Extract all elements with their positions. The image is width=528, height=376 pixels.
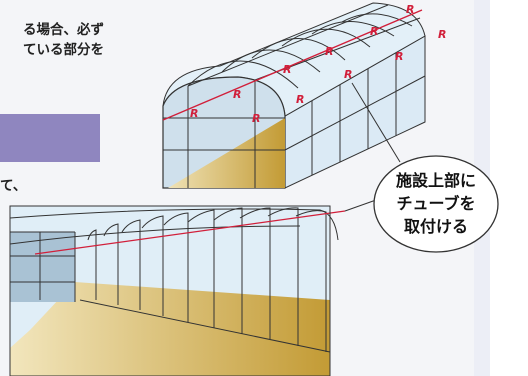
section-heading-bar — [0, 114, 100, 162]
text-line-1: る場合、必ず — [23, 22, 104, 38]
callout-text: 施設上部に チューブを 取付ける — [378, 169, 494, 238]
tube-clip-icon: R — [325, 45, 333, 58]
tube-clip-icon: R — [395, 50, 403, 63]
tube-clip-icon: R — [283, 63, 291, 76]
callout-leader — [344, 82, 401, 212]
tube-clip-icon: R — [252, 112, 260, 125]
tube-clip-icon: R — [370, 25, 378, 38]
tube-clip-icon: R — [296, 93, 304, 106]
callout-line-1: 施設上部に — [395, 171, 476, 190]
callout-line-2: チューブを — [396, 194, 476, 213]
tube-clip-icon: R — [438, 28, 446, 41]
greenhouse-interior — [9, 205, 346, 376]
callout-bubble — [373, 155, 499, 253]
tube-clip-icon: R — [233, 88, 241, 101]
callout-line-3: 取付ける — [403, 217, 468, 236]
text-line-3: て、 — [0, 178, 27, 194]
tube-clip-icon: R — [344, 68, 352, 81]
tube-clip-icon: R — [190, 107, 198, 120]
text-line-2: ている部分を — [23, 42, 104, 58]
greenhouse-exterior: R R R R R R R R R R R — [162, 2, 446, 189]
tube-clip-icon: R — [406, 3, 414, 16]
